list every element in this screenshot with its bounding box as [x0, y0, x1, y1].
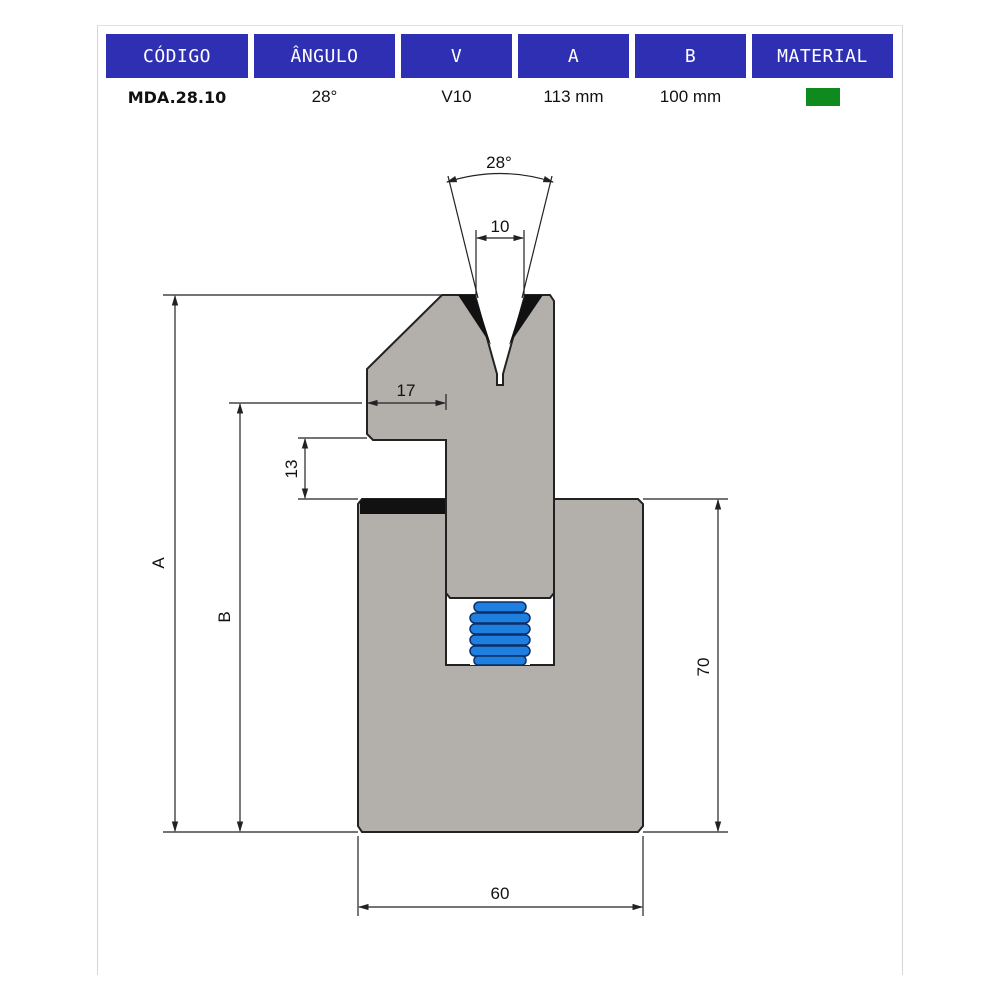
cell-b: 100 mm — [659, 87, 722, 106]
gap-label: 13 — [282, 460, 301, 479]
cell-codigo: MDA.28.10 — [127, 87, 227, 107]
cell-material — [752, 84, 893, 110]
spring-icon — [469, 601, 531, 666]
header-material: MATERIAL — [752, 34, 893, 78]
material-color-swatch — [805, 88, 840, 106]
header-a: A — [518, 34, 629, 78]
cell-a: 113 mm — [543, 87, 604, 106]
v-hardened-right — [509, 295, 543, 345]
angle-leg-right — [521, 175, 553, 299]
header-v: V — [401, 34, 512, 78]
a-label: A — [149, 557, 168, 569]
angle-leg-left — [447, 175, 479, 299]
v-width-label: 10 — [491, 217, 510, 236]
angle-label: 28° — [486, 153, 512, 172]
page-frame — [97, 25, 903, 975]
base-hardened-strip — [360, 499, 446, 514]
upper-die — [366, 294, 555, 599]
header-b: B — [635, 34, 746, 78]
cell-angulo: 28° — [311, 87, 338, 106]
width-label: 60 — [491, 884, 510, 903]
v-hardened-left — [458, 295, 491, 345]
header-angulo: ÂNGULO — [254, 34, 395, 78]
offset-label: 17 — [397, 381, 416, 400]
angle-arc — [445, 172, 555, 183]
height-label: 70 — [694, 658, 713, 677]
header-codigo: CÓDIGO — [106, 34, 248, 78]
cell-v: V10 — [441, 87, 472, 106]
b-label: B — [215, 611, 234, 622]
